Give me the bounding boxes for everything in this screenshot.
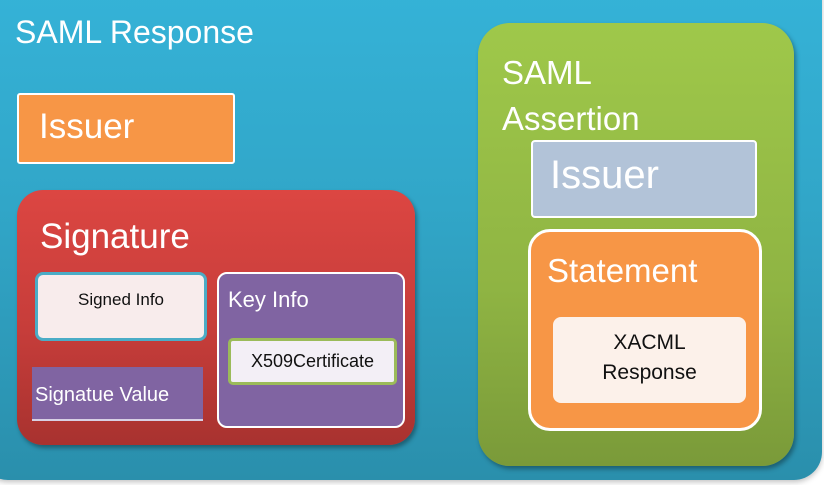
response-issuer-label: Issuer — [39, 107, 135, 146]
signed-info-label: Signed Info — [77, 290, 164, 309]
saml-assertion-label-line1: SAML — [502, 54, 592, 91]
x509-certificate-label: X509Certificate — [250, 351, 375, 371]
statement-label: Statement — [547, 252, 698, 289]
signature-label: Signature — [40, 217, 190, 256]
xacml-response-line1: XACML — [613, 331, 686, 354]
x509-certificate-box: X509Certificate — [228, 338, 397, 385]
signed-info-box: Signed Info — [35, 272, 207, 341]
signature-value-box: Signatue Value — [32, 367, 203, 421]
saml-response-title: SAML Response — [15, 14, 254, 50]
xacml-response-line2: Response — [602, 361, 697, 384]
assertion-issuer-label: Issuer — [550, 153, 659, 197]
assertion-issuer-box: Issuer — [531, 140, 757, 218]
saml-assertion-label: SAML Assertion — [502, 50, 640, 142]
saml-assertion-label-line2: Assertion — [502, 100, 640, 137]
signature-value-label: Signatue Value — [35, 384, 170, 406]
xacml-response-box: XACML Response — [553, 317, 746, 403]
key-info-label: Key Info — [228, 287, 309, 312]
response-issuer-box: Issuer — [17, 93, 235, 164]
